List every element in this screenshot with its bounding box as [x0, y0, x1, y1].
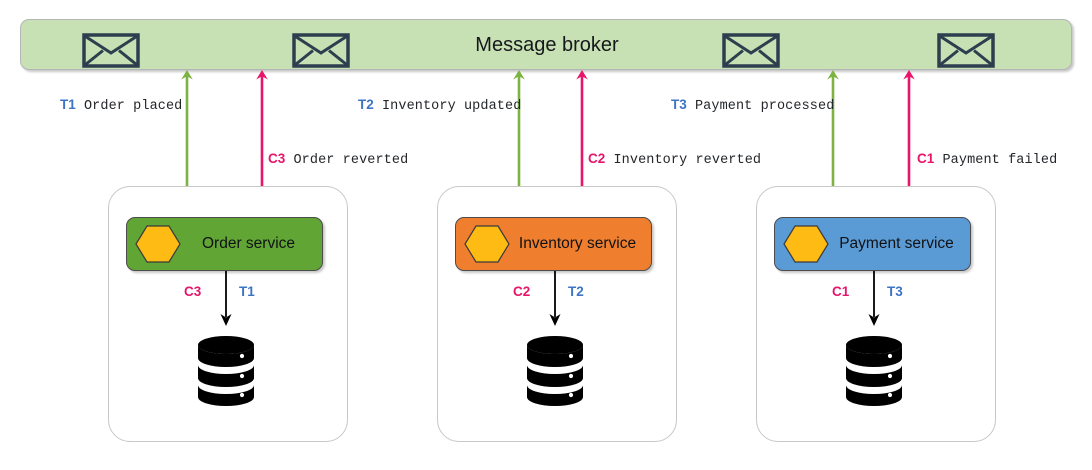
hexagon-icon	[464, 224, 510, 264]
payment-service-db-transaction-tag: T3	[887, 284, 903, 299]
inventory-reverted-flow-text: Inventory reverted	[605, 153, 762, 168]
envelope-icon	[722, 33, 780, 68]
inventory-service-to-database-arrow	[548, 271, 562, 327]
order-placed-flow-label: T1 Order placed	[60, 97, 182, 114]
hexagon-icon	[135, 224, 181, 264]
order-service-to-database-arrow	[219, 271, 233, 327]
inventory-service-db-transaction-tag: T2	[568, 284, 584, 299]
payment-failed-flow-text: Payment failed	[934, 153, 1058, 168]
payment-processed-flow-text: Payment processed	[686, 99, 835, 114]
order-reverted-flow-text: Order reverted	[285, 153, 409, 168]
payment-service-to-database-arrow	[867, 271, 881, 327]
inventory-service-label: Inventory service	[518, 235, 637, 252]
order-reverted-flow-arrow	[254, 70, 270, 186]
payment-failed-flow-arrow	[901, 70, 917, 186]
order-placed-flow-text: Order placed	[75, 99, 183, 114]
inventory-reverted-flow-tag: C2	[588, 151, 606, 166]
inventory-updated-flow-text: Inventory updated	[373, 99, 522, 114]
envelope-icon	[292, 33, 350, 68]
payment-service-chip[interactable]: Payment service	[774, 217, 971, 271]
hexagon-icon	[783, 224, 829, 264]
order-service-chip[interactable]: Order service	[126, 217, 323, 271]
payment-service-db-compensation-tag: C1	[832, 284, 850, 299]
database-icon	[196, 335, 256, 407]
inventory-reverted-flow-label: C2 Inventory reverted	[588, 151, 761, 168]
inventory-updated-flow-label: T2 Inventory updated	[358, 97, 521, 114]
order-service-db-transaction-tag: T1	[239, 284, 255, 299]
order-placed-flow-arrow	[179, 70, 195, 186]
database-icon	[844, 335, 904, 407]
envelope-icon	[937, 33, 995, 68]
inventory-service-db-compensation-tag: C2	[513, 284, 531, 299]
database-icon	[525, 335, 585, 407]
message-broker-title: Message broker	[475, 34, 619, 56]
message-broker-bar: Message broker	[20, 19, 1072, 70]
payment-failed-flow-tag: C1	[917, 151, 935, 166]
order-service-label: Order service	[201, 235, 296, 252]
inventory-updated-flow-arrow	[511, 70, 527, 186]
order-service-db-compensation-tag: C3	[184, 284, 202, 299]
payment-processed-flow-tag: T3	[671, 97, 687, 112]
order-reverted-flow-label: C3 Order reverted	[268, 151, 408, 168]
inventory-reverted-flow-arrow	[574, 70, 590, 186]
inventory-service-chip[interactable]: Inventory service	[455, 217, 652, 271]
payment-processed-flow-label: T3 Payment processed	[671, 97, 834, 114]
payment-processed-flow-arrow	[825, 70, 841, 186]
order-reverted-flow-tag: C3	[268, 151, 286, 166]
inventory-updated-flow-tag: T2	[358, 97, 374, 112]
payment-failed-flow-label: C1 Payment failed	[917, 151, 1057, 168]
order-placed-flow-tag: T1	[60, 97, 76, 112]
payment-service-label: Payment service	[839, 235, 954, 252]
envelope-icon	[82, 33, 140, 68]
